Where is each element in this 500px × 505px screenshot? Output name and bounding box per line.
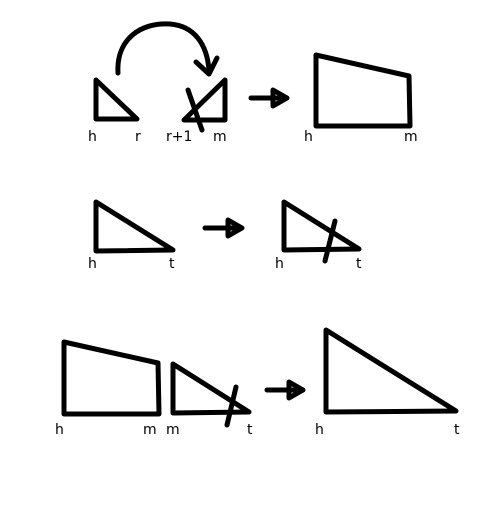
row2-left-triangle — [93, 199, 176, 254]
label-row2-right-t: t — [356, 256, 362, 272]
row3-trapezoid — [61, 339, 162, 417]
row2-arrow-head — [225, 217, 245, 239]
row1-arrow-head — [270, 87, 290, 109]
label-row3-trap-m: m — [143, 422, 157, 438]
label-row3-tri-m: m — [166, 422, 180, 438]
label-row3-tri-t: t — [247, 422, 253, 438]
row3-result-triangle — [323, 327, 459, 415]
label-row1-m: m — [213, 129, 227, 145]
label-row1-result-h: h — [304, 129, 313, 145]
label-row2-left-t: t — [169, 256, 175, 272]
row1-small-triangle — [93, 77, 140, 122]
label-row1-r: r — [135, 129, 141, 145]
row1-cut-triangle — [181, 77, 228, 123]
label-row2-left-h: h — [88, 256, 97, 272]
row1-result-trapezoid — [313, 52, 413, 129]
row-3: h m m t h t — [55, 327, 460, 438]
row2-cut-mark — [322, 218, 338, 264]
label-row1-r-plus-1: r+1 — [166, 129, 192, 145]
row3-cut-triangle — [170, 361, 252, 416]
label-row3-result-h: h — [315, 422, 324, 438]
row3-arrow-head — [286, 379, 306, 401]
label-row2-right-h: h — [275, 256, 284, 272]
row1-cut-mark — [185, 87, 205, 133]
curved-swap-arrow — [115, 21, 212, 76]
row-1: h r r+1 m h m — [88, 21, 418, 145]
row3-cut-mark — [224, 384, 239, 428]
label-row3-trap-h: h — [55, 422, 64, 438]
label-row1-h: h — [88, 129, 97, 145]
label-row3-result-t: t — [454, 422, 460, 438]
curved-arrow-head — [193, 55, 220, 77]
label-row1-result-m: m — [404, 129, 418, 145]
row-2: h t h t — [88, 199, 362, 272]
row2-right-triangle — [281, 199, 362, 253]
